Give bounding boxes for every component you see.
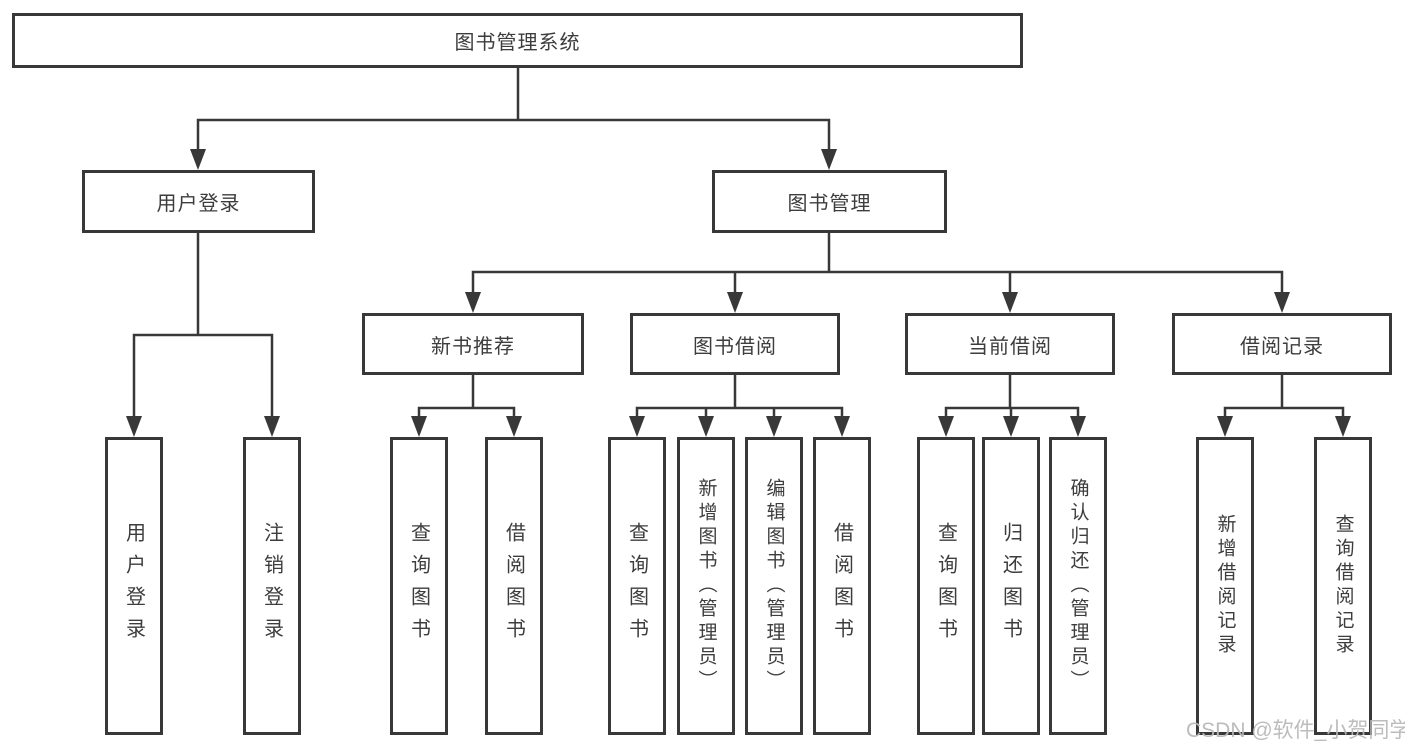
node-user-login: 用户登录 — [82, 170, 315, 233]
arrowhead — [766, 416, 782, 437]
leaf-label: 新增图书（管理员） — [695, 478, 717, 694]
arrowhead — [190, 149, 206, 170]
edge-borrow-records-to-leaves — [1223, 373, 1345, 423]
arrowhead — [126, 416, 142, 437]
leaf-label: 查询图书 — [407, 522, 430, 650]
arrowhead — [1003, 416, 1019, 437]
edge-book-borrow-to-leaves — [635, 373, 844, 423]
node-borrow-records: 借阅记录 — [1172, 313, 1392, 375]
arrowhead — [698, 416, 714, 437]
arrowhead — [938, 416, 954, 437]
leaf-confirm-return-admin: 确认归还（管理员） — [1049, 437, 1107, 735]
node-root-system: 图书管理系统 — [12, 13, 1023, 68]
leaf-edit-books-admin: 编辑图书（管理员） — [745, 437, 803, 735]
edge-current-borrow-to-leaves — [944, 373, 1080, 423]
arrowhead — [1335, 416, 1351, 437]
arrowhead — [1070, 416, 1086, 437]
leaf-borrow-books: 借阅图书 — [813, 437, 871, 735]
node-current-borrow: 当前借阅 — [905, 313, 1115, 375]
node-book-management: 图书管理 — [712, 170, 947, 233]
leaf-return-books: 归还图书 — [982, 437, 1040, 735]
leaf-label: 用户登录 — [122, 522, 145, 650]
leaf-label: 查询借阅记录 — [1332, 514, 1354, 658]
arrowhead — [834, 416, 850, 437]
edge-new-book-rec-to-leaves — [417, 373, 516, 423]
leaf-label: 归还图书 — [999, 522, 1022, 650]
leaf-query-borrow-record: 查询借阅记录 — [1314, 437, 1372, 735]
node-new-book-recommend: 新书推荐 — [362, 313, 584, 375]
leaf-label: 注销登录 — [260, 522, 283, 650]
arrowhead — [629, 416, 645, 437]
leaf-borrow-books-recommend: 借阅图书 — [485, 437, 543, 735]
leaf-query-books-recommend: 查询图书 — [390, 437, 448, 735]
arrowhead — [821, 149, 837, 170]
node-book-borrow: 图书借阅 — [630, 313, 840, 375]
leaf-add-borrow-record: 新增借阅记录 — [1196, 437, 1254, 735]
leaf-user-login: 用户登录 — [105, 437, 163, 735]
arrowhead — [1002, 292, 1018, 313]
edge-book-mgmt-to-level2 — [471, 231, 1284, 298]
leaf-label: 编辑图书（管理员） — [763, 478, 785, 694]
leaf-add-books-admin: 新增图书（管理员） — [677, 437, 735, 735]
leaf-logout: 注销登录 — [243, 437, 301, 735]
arrowhead — [727, 292, 743, 313]
leaf-label: 借阅图书 — [502, 522, 525, 650]
leaf-label: 新增借阅记录 — [1214, 514, 1236, 658]
arrowhead — [465, 292, 481, 313]
leaf-query-books-current: 查询图书 — [917, 437, 975, 735]
arrowhead — [411, 416, 427, 437]
edge-user-login-to-leaves — [132, 231, 274, 422]
leaf-label: 查询图书 — [625, 522, 648, 650]
edge-root-to-level1 — [196, 66, 831, 155]
leaf-query-books-borrow: 查询图书 — [608, 437, 666, 735]
arrowhead — [1217, 416, 1233, 437]
arrowhead — [506, 416, 522, 437]
leaf-label: 借阅图书 — [830, 522, 853, 650]
arrowhead — [264, 416, 280, 437]
arrowhead — [1274, 292, 1290, 313]
leaf-label: 确认归还（管理员） — [1067, 478, 1089, 694]
leaf-label: 查询图书 — [934, 522, 957, 650]
